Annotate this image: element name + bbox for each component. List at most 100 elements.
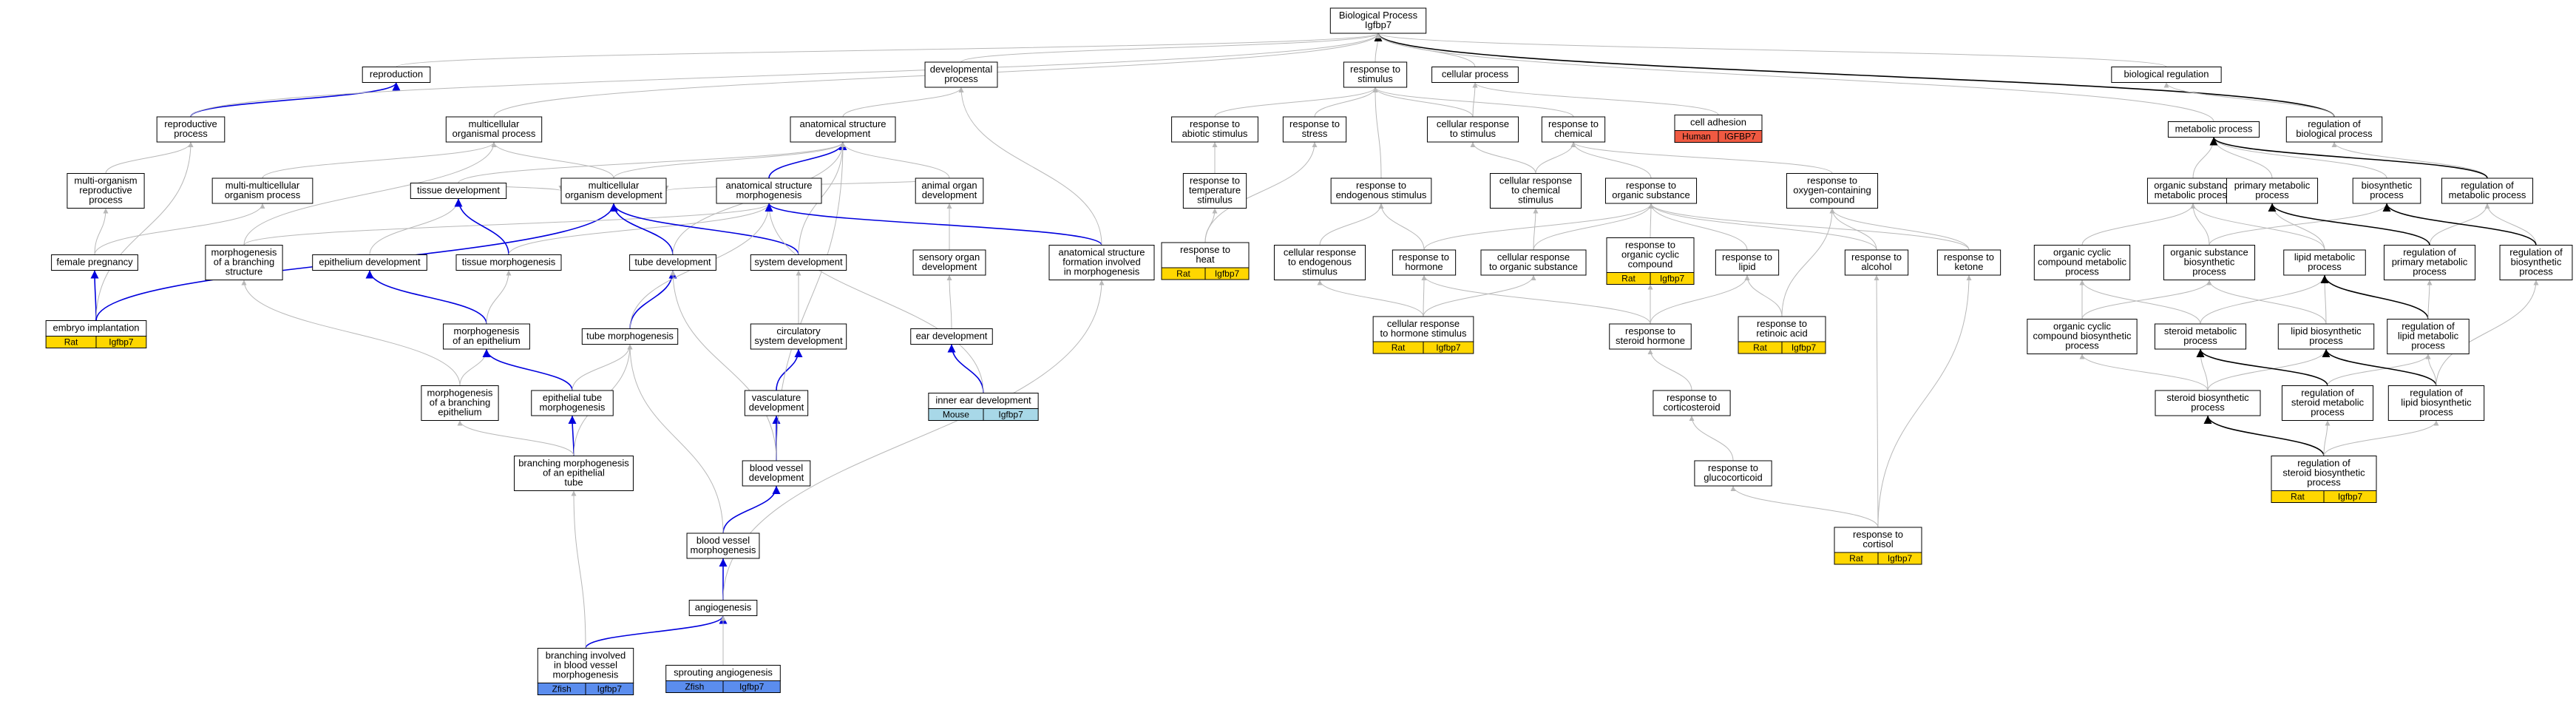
node-reproduction[interactable]: reproduction — [362, 67, 431, 83]
node-label-line: endogenous stimulus — [1336, 189, 1427, 200]
node-label-line: process — [2308, 261, 2342, 272]
node-metabolic_proc[interactable]: metabolic process — [2167, 121, 2260, 138]
edge-anat_struct_form-to-dev_proc — [958, 87, 1102, 246]
species-label: Zfish — [552, 684, 572, 694]
node-box — [688, 600, 758, 616]
node-label-line: cellular response — [1437, 118, 1509, 129]
node-box — [750, 323, 847, 350]
node-tube_morph[interactable]: tube morphogenesis — [581, 328, 679, 345]
species-label: Rat — [2291, 492, 2305, 502]
edge-multicell_org_dev-to-anat_struct_dev — [613, 141, 846, 179]
node-label-line: process — [2065, 340, 2099, 351]
node-label-line: response to — [1944, 251, 1994, 263]
edge-female_preg-to-multi_org_repro — [94, 208, 109, 255]
node-tube_dev[interactable]: tube development — [629, 254, 716, 271]
node-cellular_proc[interactable]: cellular process — [1431, 67, 1519, 83]
edge-branching_morph-to-epith_tube_morph — [568, 415, 577, 456]
node-box — [2285, 116, 2383, 143]
node-bio_reg[interactable]: biological regulation — [2111, 67, 2222, 83]
node-tissue_dev[interactable]: tissue development — [410, 183, 507, 199]
node-tissue_morph[interactable]: tissue morphogenesis — [455, 254, 562, 271]
node-female_preg[interactable]: female pregnancy — [51, 254, 138, 271]
node-label-line: vasculature — [752, 392, 801, 403]
node-epith_dev[interactable]: epithelium development — [312, 254, 427, 271]
node-angiogenesis[interactable]: angiogenesis — [688, 600, 758, 616]
node-box — [1372, 316, 1474, 342]
node-box — [2033, 245, 2131, 280]
node-system_dev[interactable]: system development — [750, 254, 847, 271]
node-ear_dev[interactable]: ear development — [910, 328, 993, 345]
node-label-line: organic cyclic — [2053, 247, 2112, 258]
node-box — [915, 178, 984, 204]
